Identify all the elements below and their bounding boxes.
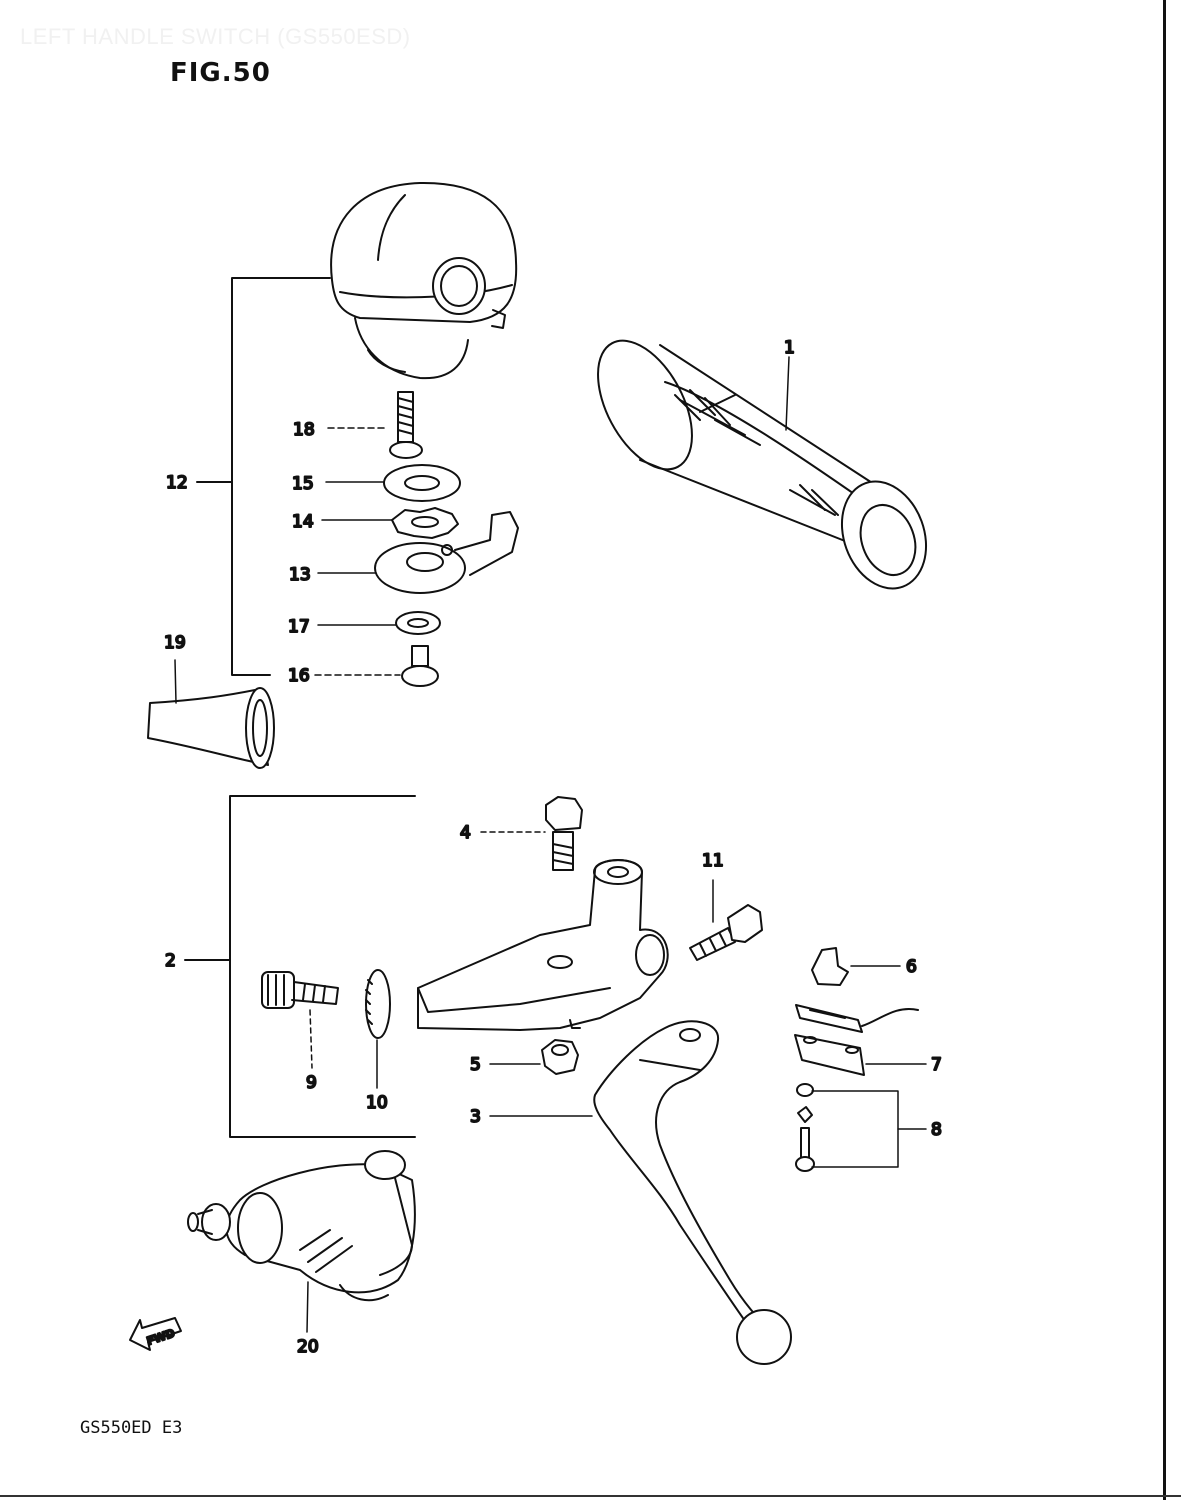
page-edge-bottom (0, 1495, 1181, 1497)
perch-20 (187, 1150, 416, 1302)
callout-19: 19 (164, 633, 186, 653)
callout-16: 16 (288, 666, 310, 686)
page-heading: LEFT HANDLE SWITCH (GS550ESD) (20, 24, 411, 49)
clutch-switch-7 (794, 1004, 919, 1076)
callout-13: 13 (289, 565, 311, 585)
cover-19 (147, 687, 275, 769)
forward-arrow (129, 1317, 182, 1351)
callout-17: 17 (288, 617, 310, 637)
choke-lever-13 (374, 511, 519, 594)
switch-housing (330, 181, 518, 380)
adjuster-wheel-10 (365, 969, 391, 1039)
callout-18: 18 (293, 420, 315, 440)
figure-title: FIG.50 (170, 58, 271, 88)
nut-5 (541, 1039, 579, 1075)
callout-12: 12 (166, 473, 188, 493)
callout-7: 7 (931, 1055, 942, 1075)
callout-20: 20 (297, 1337, 319, 1357)
callout-3: 3 (470, 1107, 481, 1127)
lever-holder (417, 859, 669, 1031)
washer-15 (383, 464, 461, 502)
callout-5: 5 (470, 1055, 481, 1075)
callout-14: 14 (292, 512, 314, 532)
page-edge-right (1163, 0, 1166, 1500)
bolt-4 (545, 796, 583, 871)
bracket-2 (229, 795, 416, 1138)
screw-16 (401, 645, 439, 687)
clutch-lever-3 (593, 1020, 792, 1365)
callout-10: 10 (366, 1093, 388, 1113)
callout-2: 2 (165, 951, 176, 971)
callout-15: 15 (292, 474, 314, 494)
handle-grip (597, 339, 928, 590)
callout-6: 6 (906, 957, 917, 977)
screw-set-8 (795, 1083, 815, 1172)
leader-lines (174, 356, 927, 1333)
callout-4: 4 (460, 823, 471, 843)
model-code: GS550ED E3 (80, 1418, 183, 1438)
callout-8: 8 (931, 1120, 942, 1140)
adjuster-bolt-9 (261, 971, 339, 1009)
star-washer-14 (391, 507, 459, 539)
bracket-12 (231, 277, 331, 676)
connector-6 (811, 947, 849, 986)
callout-9: 9 (306, 1073, 317, 1093)
callout-1: 1 (784, 338, 795, 358)
screw-18 (389, 391, 423, 459)
washer-17 (395, 611, 441, 635)
callout-11: 11 (702, 851, 724, 871)
screw-11 (689, 904, 763, 961)
